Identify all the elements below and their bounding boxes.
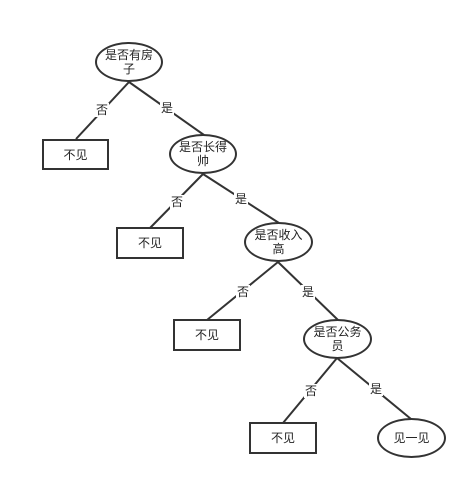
- leaf-not-meet: 不见: [173, 319, 241, 351]
- node-text: 是否有房 子: [105, 48, 153, 76]
- node-text: 不见: [63, 147, 88, 162]
- edge-label-no: 否: [170, 195, 185, 209]
- edge-label-yes: 是: [369, 382, 384, 396]
- edge-label-yes: 是: [234, 192, 249, 206]
- node-text: 是否收入 高: [254, 228, 302, 256]
- edge-label-no: 否: [95, 103, 110, 117]
- node-text-line: 是否有房: [104, 48, 153, 62]
- node-text-line: 子: [122, 62, 135, 76]
- node-text: 见一见: [393, 431, 430, 445]
- leaf-not-meet: 不见: [42, 139, 109, 170]
- leaf-not-meet: 不见: [249, 422, 317, 454]
- node-has-house: 是否有房 子: [95, 42, 163, 82]
- node-text: 是否长得 帅: [179, 140, 227, 168]
- node-text-line: 帅: [196, 154, 209, 168]
- edge-label-no: 否: [304, 384, 319, 398]
- leaf-not-meet: 不见: [116, 227, 184, 259]
- node-text: 不见: [270, 431, 295, 445]
- node-text-line: 是否收入: [254, 228, 303, 242]
- node-text-line: 是否公务: [313, 325, 362, 339]
- node-civil-servant: 是否公务 员: [303, 319, 372, 359]
- node-text-line: 是否长得: [178, 140, 227, 154]
- edge-label-yes: 是: [301, 285, 316, 299]
- edge-label-yes: 是: [160, 101, 175, 115]
- node-text-line: 员: [331, 339, 344, 353]
- edge-label-no: 否: [236, 285, 251, 299]
- node-high-income: 是否收入 高: [244, 222, 313, 262]
- node-meet: 见一见: [377, 418, 446, 458]
- node-text: 不见: [194, 328, 219, 342]
- node-text-line: 高: [272, 242, 285, 256]
- node-text: 是否公务 员: [313, 325, 361, 353]
- node-text: 不见: [137, 236, 162, 250]
- node-is-handsome: 是否长得 帅: [169, 134, 237, 174]
